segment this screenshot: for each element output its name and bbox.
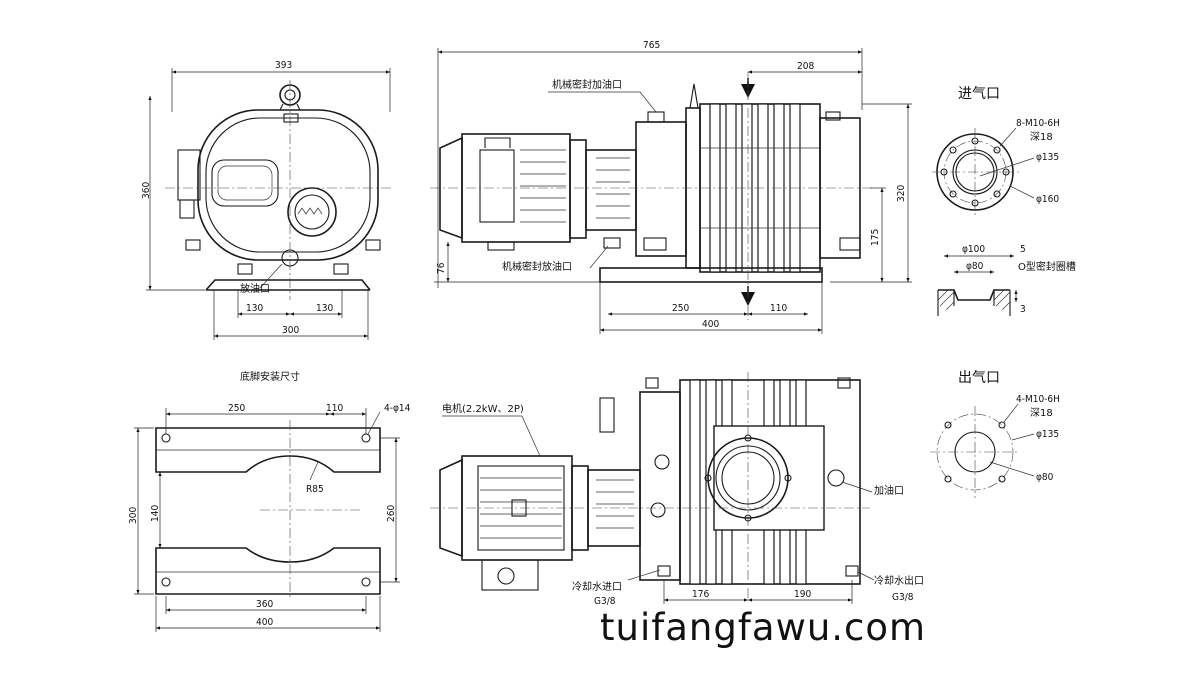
dim-height-320: 320 [896, 185, 907, 202]
base-dim-360: 360 [256, 599, 273, 610]
label-water-in: 冷却水进口 [572, 580, 622, 593]
outlet-depth: 深18 [1030, 407, 1053, 419]
base-dim-260: 260 [386, 505, 397, 522]
outlet-bolts: 4-M10-6H [1016, 394, 1060, 405]
groove-width: 5 [1020, 244, 1026, 255]
base-holes: 4-φ14 [384, 403, 411, 414]
base-dim-400: 400 [256, 617, 273, 628]
top-view: 176 190 电机(2.2kW、2P) 加油口 冷却水进口 G3/8 冷却水出… [430, 372, 924, 607]
inlet-flange: 进气口 8-M10-6H 深18 φ135 φ160 φ1 [932, 86, 1076, 316]
outlet-pcd: φ135 [1036, 429, 1059, 440]
dim-base-400: 400 [702, 319, 719, 330]
outlet-flange: 出气口 4-M10-6H 深18 φ135 φ80 [930, 370, 1060, 498]
groove-name: O型密封圈槽 [1018, 260, 1076, 273]
top-dim-176: 176 [692, 589, 709, 600]
label-water-in-size: G3/8 [594, 596, 616, 607]
label-drain: 放油口 [240, 282, 270, 295]
base-dim-110: 110 [326, 403, 343, 414]
dim-foot-left: 130 [246, 303, 263, 314]
dim-base-250: 250 [672, 303, 689, 314]
watermark: tuifangfawu.com [600, 606, 927, 649]
label-motor: 电机(2.2kW、2P) [442, 402, 524, 415]
inlet-outer: φ160 [1036, 194, 1059, 205]
outlet-title: 出气口 [958, 370, 1000, 386]
base-dim-300: 300 [128, 507, 139, 524]
base-dim-250: 250 [228, 403, 245, 414]
dim-inlet-offset: 208 [797, 61, 814, 72]
label-oil-fill: 加油口 [874, 484, 904, 497]
dim-length-total: 765 [643, 40, 660, 51]
top-dim-190: 190 [794, 589, 811, 600]
dim-foot-right: 130 [316, 303, 333, 314]
side-view: 765 208 320 175 76 250 110 400 机械密封加油口 机… [430, 40, 912, 334]
label-water-out: 冷却水出口 [874, 574, 924, 587]
base-dim-140: 140 [150, 505, 161, 522]
outlet-bore: φ80 [1036, 472, 1054, 483]
dim-base-76: 76 [436, 262, 447, 274]
groove-depth: 3 [1020, 304, 1026, 315]
groove-outer: φ100 [962, 244, 985, 255]
inlet-depth: 深18 [1030, 131, 1053, 143]
dim-foot-total: 300 [282, 325, 299, 336]
front-view: 393 360 130 130 300 放油口 [141, 60, 392, 340]
dim-base-110: 110 [770, 303, 787, 314]
dim-axis-175: 175 [870, 229, 881, 246]
base-radius: R85 [306, 484, 324, 495]
base-footprint: 底脚安装尺寸 R85 250 110 4-φ14 300 140 260 [128, 370, 411, 632]
groove-inner: φ80 [966, 261, 984, 272]
base-title: 底脚安装尺寸 [240, 370, 300, 383]
inlet-title: 进气口 [958, 86, 1000, 102]
label-seal-fill: 机械密封加油口 [552, 78, 622, 91]
label-water-out-size: G3/8 [892, 592, 914, 603]
dim-height-total: 360 [141, 182, 152, 199]
label-seal-drain: 机械密封放油口 [502, 260, 572, 273]
inlet-pcd: φ135 [1036, 152, 1059, 163]
dim-width-total: 393 [275, 60, 292, 71]
inlet-bolts: 8-M10-6H [1016, 118, 1060, 129]
